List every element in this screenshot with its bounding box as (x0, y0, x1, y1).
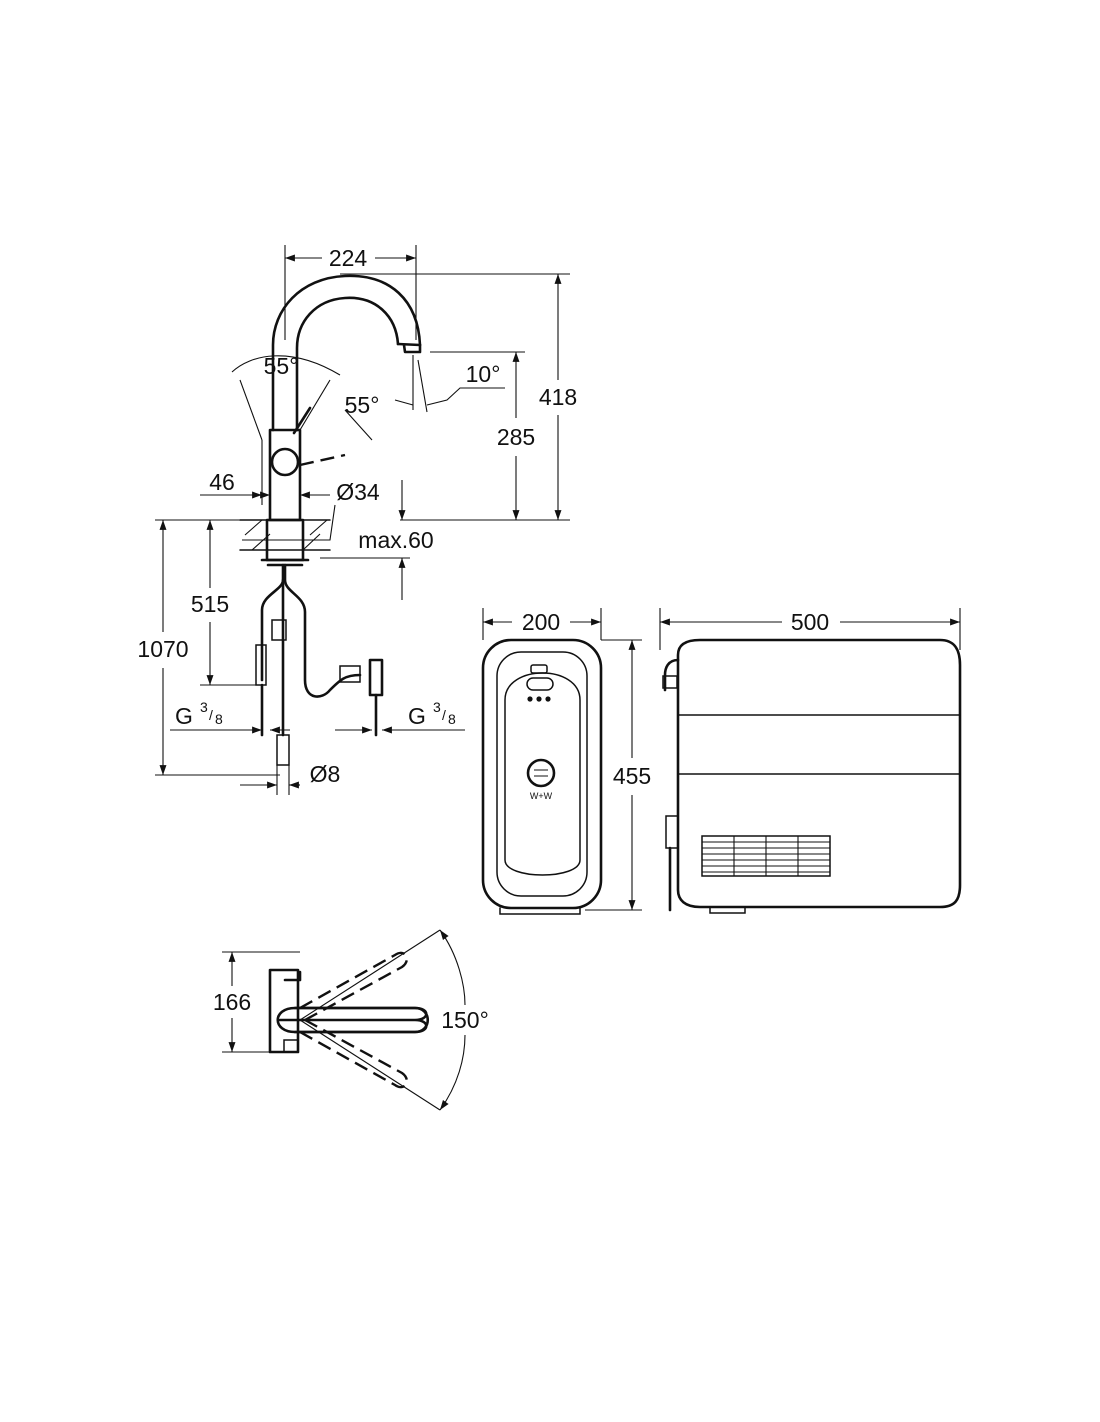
boiler-led-2 (536, 696, 542, 702)
boiler-front-display (526, 677, 554, 691)
boiler-front-feet (499, 907, 581, 915)
boiler-led-1 (527, 696, 533, 702)
dim-boiler-width: 200 (522, 609, 560, 635)
dim-spout-tilt: 10° (466, 361, 501, 387)
spout-inner (295, 296, 400, 432)
faucet-side-view: 224 418 285 55° 55° 10° 46 Ø34 max.60 (137, 245, 577, 795)
lever-dashed (299, 453, 346, 467)
dim-top-reach: 166 (213, 989, 251, 1015)
hose-right (283, 563, 362, 698)
top-spout-dashed-down (299, 1018, 409, 1089)
dim-lever-angle-right: 55° (345, 392, 380, 418)
connector-mid (271, 619, 287, 641)
lever-handle (292, 406, 312, 435)
boiler-side-top-connector (663, 658, 680, 692)
dim-lever-angle-left: 55° (264, 353, 299, 379)
pipe-fitting (276, 734, 290, 766)
angle-valve (368, 658, 384, 697)
svg-text:/: / (209, 707, 213, 723)
faucet-top-view: 166 150° (213, 929, 489, 1111)
dim-hose-short: 515 (191, 591, 229, 617)
dim-hose-long: 1070 (137, 636, 188, 662)
dim-max-thickness: max.60 (358, 527, 433, 553)
dim-body-diameter: Ø34 (336, 479, 380, 505)
deck-hatch (244, 519, 328, 551)
boiler-side-body (676, 638, 962, 909)
boiler-front-inner (496, 651, 588, 897)
boiler-front-body (481, 638, 603, 910)
lever-angle-lines (239, 379, 331, 441)
boiler-front-button (526, 758, 556, 788)
aerator (402, 343, 422, 354)
dim-swivel-angle: 150° (441, 1007, 489, 1033)
dim-total-height: 418 (539, 384, 577, 410)
lever-knob (270, 447, 300, 477)
valve-nut (339, 665, 361, 683)
spout-tip (396, 342, 422, 347)
boiler-front-view: W+W 200 455 (481, 608, 651, 915)
boiler-front-logo (530, 664, 548, 674)
dim-connection-left: G (175, 703, 193, 729)
boiler-side-view: 500 (659, 608, 962, 914)
dim-spout-height: 285 (497, 424, 535, 450)
dim-spout-width: 224 (329, 245, 368, 271)
thread-num-right: 3 (433, 699, 441, 715)
boiler-front-panel (504, 672, 581, 876)
thread-den-left: 8 (215, 711, 223, 727)
spout-outer (271, 274, 422, 432)
dim-pipe-diameter: Ø8 (310, 761, 341, 787)
boiler-led-3 (545, 696, 551, 702)
thread-num-left: 3 (200, 699, 208, 715)
thread-den-right: 8 (448, 711, 456, 727)
dim-connection-right: G (408, 703, 426, 729)
top-lever (283, 970, 302, 982)
svg-text:/: / (442, 707, 446, 723)
dim-lever-offset: 46 (209, 469, 235, 495)
dim-boiler-depth: 500 (791, 609, 829, 635)
boiler-side-bottom-connector (665, 815, 679, 849)
boiler-side-foot (709, 906, 746, 914)
dim-boiler-height: 455 (613, 763, 651, 789)
boiler-front-label-bottom: W+W (530, 791, 553, 801)
top-spout-dashed-up (299, 951, 409, 1022)
